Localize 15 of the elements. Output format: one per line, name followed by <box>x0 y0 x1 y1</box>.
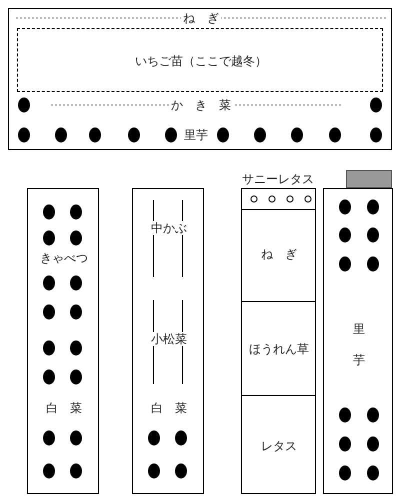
garden-bed <box>132 188 204 494</box>
crop-label: ね ぎ <box>181 11 221 25</box>
crop-label: 白 菜 <box>149 401 189 415</box>
garden-bed <box>27 188 99 494</box>
garden-bed <box>323 188 393 494</box>
strawberry-area <box>17 28 383 92</box>
crop-label: ほうれん草 <box>247 342 311 356</box>
garden-bed <box>8 8 392 150</box>
shade-box <box>346 170 392 188</box>
crop-label: 里芋 <box>182 128 210 142</box>
crop-label: 白 菜 <box>44 401 84 415</box>
crop-label: 中かぶ <box>149 221 189 235</box>
crop-label: ね ぎ <box>259 247 299 261</box>
crop-label: か き 菜 <box>169 98 233 112</box>
crop-label: 小松菜 <box>149 332 189 346</box>
